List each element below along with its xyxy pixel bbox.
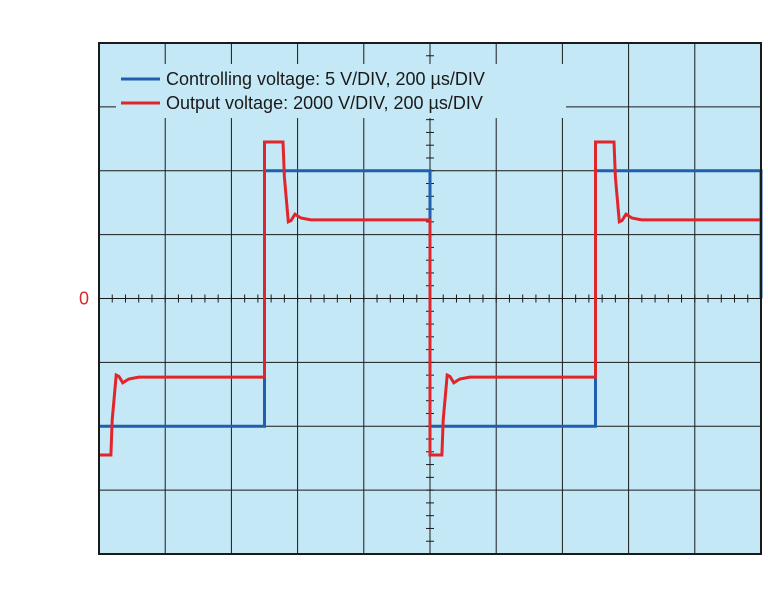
series-layer — [99, 140, 763, 457]
series-output-voltage — [99, 140, 761, 457]
legend-label-controlling-voltage: Controlling voltage: 5 V/DIV, 200 µs/DIV — [166, 69, 485, 89]
legend-label-output-voltage: Output voltage: 2000 V/DIV, 200 µs/DIV — [166, 93, 483, 113]
legend: Controlling voltage: 5 V/DIV, 200 µs/DIV… — [116, 64, 566, 118]
plot-frame — [98, 42, 762, 555]
y-zero-tick-label: 0 — [79, 289, 89, 309]
legend-background — [116, 64, 566, 118]
